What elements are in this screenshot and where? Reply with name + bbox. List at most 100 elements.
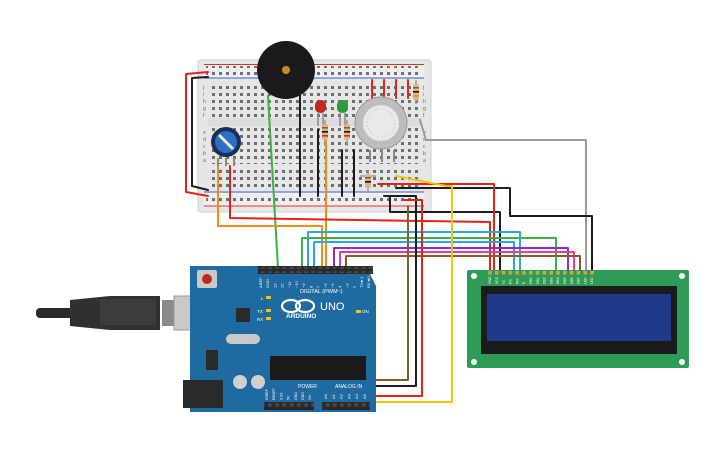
wire-pink-d6 xyxy=(339,251,575,273)
wire-green-buzzer xyxy=(267,95,279,269)
lcd-pin[interactable] xyxy=(515,271,519,275)
lcd-pin[interactable] xyxy=(529,271,533,275)
reset-button[interactable] xyxy=(202,274,212,284)
led-green[interactable] xyxy=(337,100,348,126)
breadboard-row-letter: j xyxy=(422,85,424,91)
lcd-pin[interactable] xyxy=(549,271,553,275)
digital-header-label: DIGITAL (PWM~) xyxy=(300,289,343,295)
lcd-pin[interactable] xyxy=(556,271,560,275)
board-brand: ARDUINO xyxy=(286,313,316,320)
breadboard-row-letter: i xyxy=(423,92,424,98)
wire-gray xyxy=(419,119,587,273)
resistor-3 xyxy=(413,80,419,104)
power-pin-label: Vin xyxy=(308,395,312,400)
gas-sensor[interactable] xyxy=(354,96,408,162)
analog-pin-label: A3 xyxy=(346,393,351,399)
digital-pin-label: ~9 xyxy=(301,283,306,288)
analog-header-label: ANALOG IN xyxy=(335,384,363,390)
usb-cable xyxy=(36,295,215,331)
breadboard-row-letter: h xyxy=(423,99,426,105)
digital-pin-label: 7 xyxy=(316,285,321,288)
lcd-pin-label: DB4 xyxy=(556,277,560,284)
lcd-pin-label: GND xyxy=(488,276,492,284)
digital-pin-label: 2 xyxy=(352,285,357,288)
analog-pin-label: A5 xyxy=(362,393,367,399)
lcd-pin-label: RS xyxy=(509,279,513,284)
lcd-pin-label: LED xyxy=(590,277,594,284)
lcd-pin-label: DB0 xyxy=(529,277,533,284)
l-led-label: L xyxy=(261,296,264,301)
power-header-label: POWER xyxy=(298,384,317,390)
atmega-chip xyxy=(270,356,366,380)
resistor-1 xyxy=(322,120,328,146)
lcd-pin-label: DB2 xyxy=(543,277,547,284)
lcd-pin-label: VCC xyxy=(495,276,499,284)
lcd-pin[interactable] xyxy=(542,271,547,275)
resistors xyxy=(322,80,419,192)
lcd-pin[interactable] xyxy=(495,271,499,275)
breadboard-row-letter: a xyxy=(423,158,426,164)
analog-pin-label: A4 xyxy=(354,393,359,399)
digital-pin-label: 13 xyxy=(272,283,277,288)
wire-black-lcd-1 xyxy=(395,187,593,273)
analog-pin-label: A0 xyxy=(323,393,328,399)
digital-pin-label: 4 xyxy=(337,285,342,288)
buzzer[interactable] xyxy=(257,41,315,99)
wire-brown-d7 xyxy=(345,255,581,273)
breadboard-row-letter: b xyxy=(423,151,426,157)
breadboard-row-letter: g xyxy=(203,106,206,112)
digital-pin-label: 12 xyxy=(280,283,285,288)
digital-pin-label: ~10 xyxy=(294,280,299,288)
potentiometer[interactable] xyxy=(211,126,246,166)
analog-pin-label: A2 xyxy=(339,393,344,399)
breadboard-row-letter: h xyxy=(203,99,206,105)
lcd-pin-label: DB3 xyxy=(549,277,553,284)
analog-pin-label: A1 xyxy=(331,393,336,399)
lcd-pin[interactable] xyxy=(590,271,594,275)
lcd-pin[interactable] xyxy=(522,271,526,275)
resistor-4 xyxy=(360,170,376,192)
lcd-pin[interactable] xyxy=(576,271,581,275)
lcd-pin[interactable] xyxy=(583,271,587,275)
wire-yellow-analog xyxy=(329,175,453,403)
breadboard-row-letter: d xyxy=(423,137,426,143)
power-pin-label: IOREF xyxy=(265,388,269,400)
lcd-pin-label: LED xyxy=(583,277,587,284)
lcd-pin[interactable] xyxy=(563,271,567,275)
lcd-pin-label: DB5 xyxy=(563,277,567,284)
breadboard-row-letter: f xyxy=(203,113,205,119)
tx-label: TX xyxy=(257,309,263,314)
breadboard-row-letter: j xyxy=(202,85,204,91)
power-pin-label: 3.3V xyxy=(279,392,283,400)
led-red[interactable] xyxy=(315,100,326,126)
lcd-pin[interactable] xyxy=(569,271,574,275)
breadboard-row-letter: a xyxy=(203,158,206,164)
digital-pin-label: ~6 xyxy=(323,283,328,288)
board-model: UNO xyxy=(320,301,345,313)
lcd-pin-label: DB7 xyxy=(577,277,581,284)
digital-pin-label: ~11 xyxy=(287,281,292,288)
lcd-pin[interactable] xyxy=(535,271,540,275)
lcd-pin[interactable] xyxy=(488,271,492,275)
power-pin-label: GND xyxy=(301,392,305,400)
lcd-pin-label: V0 xyxy=(502,280,506,284)
wire-black-rail-left xyxy=(191,76,209,191)
digital-pin-label: GND xyxy=(265,279,270,288)
breadboard-row-letter: f xyxy=(423,113,425,119)
breadboard-row-letter: e xyxy=(203,130,206,136)
lcd-pin[interactable] xyxy=(501,271,506,275)
lcd-pin-label: E xyxy=(522,281,526,284)
breadboard-row-letter: c xyxy=(423,144,426,150)
power-pin-label: RESET xyxy=(272,387,276,400)
on-label: ON xyxy=(362,309,369,314)
wire-red-rail-left xyxy=(185,71,209,197)
power-pin-label: GND xyxy=(294,392,298,400)
lcd-pin[interactable] xyxy=(508,271,513,275)
breadboard-row-letter: c xyxy=(203,144,206,150)
